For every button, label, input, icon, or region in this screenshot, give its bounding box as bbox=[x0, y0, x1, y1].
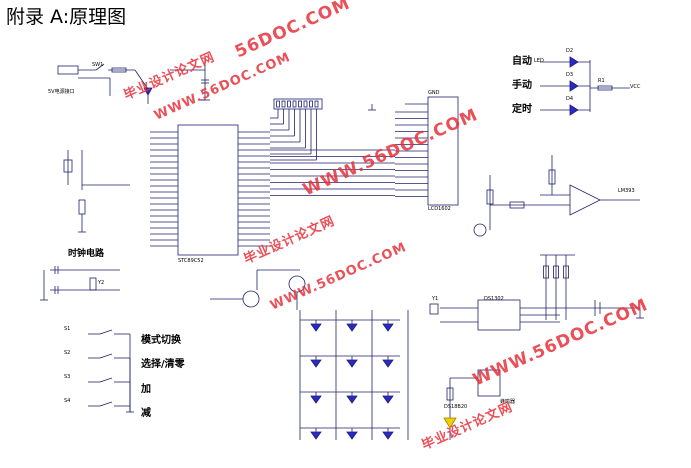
crystal-y2 bbox=[89, 277, 97, 291]
header-pin bbox=[314, 100, 319, 108]
label-ds1302: DS1302 bbox=[484, 296, 504, 302]
header-j1 bbox=[273, 98, 323, 110]
key-contact bbox=[99, 329, 113, 335]
transistor-q1 bbox=[242, 290, 260, 308]
label-key-s4: S4 bbox=[64, 398, 71, 404]
header-pin bbox=[292, 100, 297, 108]
matrix-led bbox=[310, 323, 322, 332]
resistor-r10 bbox=[446, 387, 454, 401]
header-pin bbox=[287, 100, 291, 108]
reset-button bbox=[63, 159, 73, 173]
label-add: 加 bbox=[141, 384, 151, 395]
label-opamp: LM393 bbox=[618, 188, 635, 194]
resistor-r3 bbox=[597, 85, 613, 91]
matrix-led bbox=[310, 395, 322, 404]
resistor-r4 bbox=[486, 189, 494, 205]
header-pin bbox=[276, 100, 280, 108]
matrix-led bbox=[382, 359, 394, 368]
label-buzzer: 蜂鸣器 bbox=[500, 399, 516, 405]
key-contact bbox=[99, 401, 113, 407]
label-manual: 手动 bbox=[512, 80, 532, 91]
key-contact bbox=[99, 353, 113, 359]
mcu-chip bbox=[177, 124, 239, 256]
label-r1: R1 bbox=[598, 78, 605, 84]
matrix-led bbox=[346, 323, 358, 332]
matrix-led bbox=[346, 431, 358, 440]
label-crystal-y2: Y2 bbox=[98, 280, 105, 286]
label-clock-circuit: 时钟电路 bbox=[68, 249, 105, 259]
power-jack bbox=[57, 65, 79, 75]
key-contact bbox=[99, 377, 113, 383]
resistor-r6 bbox=[509, 201, 525, 209]
label-led: LED bbox=[534, 58, 544, 64]
label-sub: 减 bbox=[141, 408, 151, 419]
matrix-led bbox=[310, 359, 322, 368]
status-led bbox=[569, 80, 579, 92]
header-pin bbox=[309, 100, 313, 108]
reset-resistor bbox=[78, 199, 86, 215]
header-pin bbox=[281, 100, 286, 108]
pullup-resistor bbox=[563, 265, 569, 279]
matrix-led bbox=[382, 323, 394, 332]
temp-sensor bbox=[477, 369, 501, 397]
label-mcu: STC89C52 bbox=[178, 258, 204, 264]
crystal-y1 bbox=[429, 303, 439, 315]
label-mode-switch: 模式切换 bbox=[141, 335, 181, 346]
pullup-resistor bbox=[553, 265, 559, 279]
label-led-d3: D3 bbox=[566, 72, 574, 78]
label-vcc: VCC bbox=[630, 84, 641, 90]
photo-sensor bbox=[473, 223, 487, 237]
pullup-resistor bbox=[543, 265, 549, 279]
matrix-led bbox=[382, 431, 394, 440]
label-key-s2: S2 bbox=[64, 350, 71, 356]
matrix-led bbox=[346, 359, 358, 368]
ds1302-chip bbox=[477, 299, 521, 331]
label-led-d2: D2 bbox=[566, 48, 574, 54]
header-pin bbox=[298, 100, 302, 108]
status-led bbox=[569, 56, 579, 68]
header-pin bbox=[303, 100, 308, 108]
resistor-r5 bbox=[548, 169, 556, 185]
label-gnd: GND bbox=[428, 90, 440, 96]
label-led-d4: D4 bbox=[566, 96, 574, 102]
matrix-led bbox=[310, 431, 322, 440]
label-timer: 定时 bbox=[512, 104, 532, 115]
label-key-s3: S3 bbox=[64, 374, 71, 380]
label-power: 5V电源接口 bbox=[48, 89, 75, 95]
matrix-led bbox=[346, 395, 358, 404]
matrix-led bbox=[382, 395, 394, 404]
label-temp: DS18B20 bbox=[444, 404, 468, 410]
buzzer-led bbox=[443, 417, 457, 429]
power-led bbox=[143, 87, 153, 96]
label-key-s1: S1 bbox=[64, 326, 71, 332]
opamp-lm393 bbox=[569, 184, 601, 216]
label-crystal-y1: Y1 bbox=[432, 296, 439, 302]
label-auto: 自动 bbox=[512, 56, 532, 67]
label-lcd: LCD1602 bbox=[428, 206, 451, 212]
label-sw: SW1 bbox=[92, 62, 104, 68]
label-select-clear: 选择/清零 bbox=[141, 359, 185, 370]
resistor-r1 bbox=[111, 67, 127, 73]
status-led bbox=[569, 104, 579, 116]
page-title: 附录 A:原理图 bbox=[6, 6, 127, 28]
